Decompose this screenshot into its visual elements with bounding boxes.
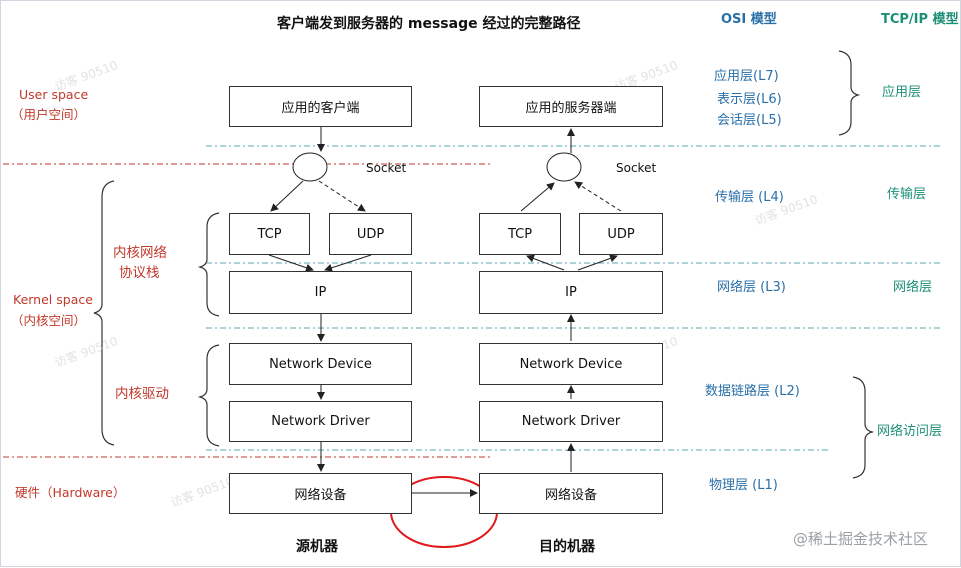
label-kernel-space-cn: （内核空间） bbox=[11, 313, 87, 328]
label-hardware: 硬件（Hardware） bbox=[15, 485, 126, 500]
dest-nic-box: 网络设备 bbox=[479, 473, 663, 514]
label-user-space-cn: （用户空间） bbox=[11, 107, 87, 122]
source-socket-label: Socket bbox=[366, 161, 407, 175]
source-network-device-box: Network Device bbox=[229, 343, 412, 385]
diagram-title: 客户端发到服务器的 message 经过的完整路径 bbox=[277, 16, 581, 32]
source-tcp-box: TCP bbox=[229, 213, 310, 255]
bracket-kernel-stack bbox=[197, 212, 220, 317]
tcpip-layer-access: 网络访问层 bbox=[877, 424, 943, 439]
source-machine-label: 源机器 bbox=[296, 539, 338, 555]
label-kernel-stack-2: 协议栈 bbox=[119, 265, 160, 281]
osi-header: OSI 模型 bbox=[721, 12, 777, 27]
label-kernel-space: Kernel space bbox=[13, 292, 93, 307]
tcpip-header: TCP/IP 模型 bbox=[881, 12, 959, 27]
osi-layer-l5: 会话层(L5) bbox=[717, 113, 782, 128]
source-udp-box: UDP bbox=[329, 213, 412, 255]
source-socket-circle bbox=[292, 152, 328, 182]
brace-tcpip-access bbox=[852, 376, 875, 479]
osi-layer-l6: 表示层(L6) bbox=[717, 92, 782, 107]
source-network-driver-box: Network Driver bbox=[229, 401, 412, 442]
label-user-space: User space bbox=[19, 87, 89, 102]
bracket-kernel-driver bbox=[197, 344, 220, 447]
dest-udp-box: UDP bbox=[579, 213, 663, 255]
osi-layer-l3: 网络层 (L3) bbox=[717, 280, 786, 295]
tcpip-layer-transport: 传输层 bbox=[887, 187, 927, 202]
dest-machine-label: 目的机器 bbox=[539, 539, 595, 555]
tcpip-layer-app: 应用层 bbox=[882, 85, 922, 100]
osi-layer-l2: 数据链路层 (L2) bbox=[705, 384, 800, 399]
brand-watermark: @稀土掘金技术社区 bbox=[793, 530, 929, 548]
osi-layer-l7: 应用层(L7) bbox=[714, 69, 779, 84]
label-kernel-driver: 内核驱动 bbox=[115, 386, 169, 402]
dest-socket-circle bbox=[546, 152, 582, 182]
osi-layer-l4: 传输层 (L4) bbox=[715, 190, 784, 205]
osi-layer-l1: 物理层 (L1) bbox=[709, 478, 778, 493]
dest-tcp-box: TCP bbox=[479, 213, 561, 255]
dest-network-device-box: Network Device bbox=[479, 343, 663, 385]
dest-ip-box: IP bbox=[479, 271, 663, 314]
label-kernel-stack: 内核网络 bbox=[113, 245, 167, 261]
dest-app-box: 应用的服务器端 bbox=[479, 86, 663, 127]
tcpip-layer-network: 网络层 bbox=[893, 280, 933, 295]
source-ip-box: IP bbox=[229, 271, 412, 314]
dest-network-driver-box: Network Driver bbox=[479, 401, 663, 442]
source-nic-box: 网络设备 bbox=[229, 473, 412, 514]
bracket-kernel-space bbox=[93, 180, 115, 446]
brace-tcpip-app bbox=[838, 50, 861, 136]
source-app-box: 应用的客户端 bbox=[229, 86, 412, 127]
dest-socket-label: Socket bbox=[616, 161, 657, 175]
